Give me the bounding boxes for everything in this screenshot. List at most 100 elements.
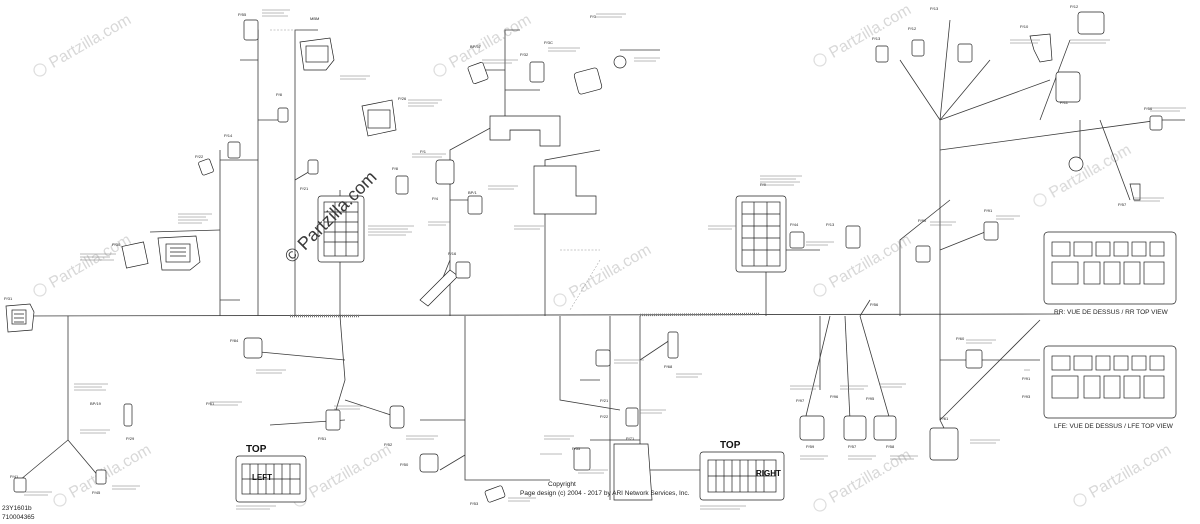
callout-fine-print: [24, 9, 1186, 510]
connector-small: [435, 159, 455, 185]
svg-text:P/71: P/71: [626, 436, 635, 441]
svg-text:P/3: P/3: [590, 14, 597, 19]
connector-small: [667, 331, 679, 359]
svg-text:P/22: P/22: [195, 154, 204, 159]
connector-small: [911, 39, 925, 57]
connector-ground-ring: [1068, 156, 1084, 172]
connector-small: [625, 407, 639, 427]
top-label-right: TOP: [720, 440, 741, 451]
connector-face-right: [699, 451, 785, 501]
connector-small: [875, 45, 889, 63]
connector-small: [1055, 71, 1081, 103]
svg-text:P/51: P/51: [318, 436, 327, 441]
svg-text:P/59: P/59: [806, 444, 815, 449]
svg-text:P/21: P/21: [300, 186, 309, 191]
svg-text:P/13: P/13: [826, 222, 835, 227]
svg-text:P/60: P/60: [956, 336, 965, 341]
svg-text:P/56: P/56: [870, 302, 879, 307]
connector-bracket: [489, 115, 561, 147]
svg-text:P/56: P/56: [1144, 106, 1153, 111]
drawing-code-2: 710004365: [2, 514, 35, 521]
leader-lines: [270, 29, 601, 311]
connector-small: [1149, 115, 1163, 131]
connector-ecu-module: [361, 99, 397, 137]
drawing-code-1: 23Y1601b: [2, 505, 32, 512]
connector-small: [789, 231, 805, 249]
svg-text:BP/57: BP/57: [470, 44, 482, 49]
connector-housing-center: [533, 165, 597, 215]
watermark-text: Partzilla.com: [446, 11, 534, 72]
svg-text:BP/1: BP/1: [468, 190, 477, 195]
svg-text:P/9: P/9: [760, 182, 767, 187]
watermark-text: Partzilla.com: [826, 446, 914, 507]
svg-text:P/31: P/31: [4, 296, 13, 301]
connector-small: [325, 409, 341, 431]
svg-text:P/61: P/61: [940, 416, 949, 421]
fuse-box-caption-lower: LFE: VUE DE DESSUS / LFE TOP VIEW: [1054, 423, 1174, 430]
svg-text:P/44: P/44: [790, 222, 799, 227]
watermark-text: Partzilla.com: [1086, 441, 1174, 502]
connector-small: [573, 67, 603, 95]
svg-text:P/13: P/13: [930, 6, 939, 11]
watermark-text: Partzilla.com: [1046, 141, 1134, 202]
svg-text:P/3C: P/3C: [544, 40, 553, 45]
svg-text:P/29: P/29: [126, 436, 135, 441]
svg-text:P/50: P/50: [400, 462, 409, 467]
connectors: [5, 11, 1163, 503]
watermark-text: Partzilla.com: [826, 231, 914, 292]
connector-small: [95, 469, 107, 485]
svg-text:P/96: P/96: [830, 394, 839, 399]
svg-text:P/93: P/93: [1022, 394, 1031, 399]
connector-module-top: [299, 37, 335, 71]
connector-clip: [1129, 183, 1141, 201]
svg-text:P/13: P/13: [872, 36, 881, 41]
fuse-box-caption-upper: RR: VUE DE DESSUS / RR TOP VIEW: [1054, 309, 1169, 316]
svg-text:P/26: P/26: [398, 96, 407, 101]
copyright-line1: Copyright: [548, 481, 576, 488]
svg-text:P/14: P/14: [224, 133, 233, 138]
connector-small: [799, 415, 825, 441]
connector-elbow: [1029, 33, 1053, 63]
connector-bracket: [613, 443, 653, 501]
connector-small: [965, 349, 983, 369]
svg-text:P/8: P/8: [276, 92, 283, 97]
connector-small: [484, 485, 506, 503]
connector-small: [307, 159, 319, 175]
connector-small: [1077, 11, 1105, 35]
svg-text:P/8: P/8: [392, 166, 399, 171]
watermark-layer: Partzilla.com Partzilla.com Partzilla.co…: [33, 1, 1174, 512]
svg-text:P/57: P/57: [1118, 202, 1127, 207]
connector-small: [419, 453, 439, 473]
watermark-text: Partzilla.com: [46, 231, 134, 292]
connector-small: [455, 261, 471, 279]
svg-text:P/53: P/53: [470, 501, 479, 506]
svg-text:P/32: P/32: [520, 52, 529, 57]
side-label-left: LEFT: [252, 473, 272, 482]
svg-text:P/4: P/4: [432, 196, 439, 201]
connector-fuse-block-left: [317, 195, 365, 263]
connector-small: [957, 43, 973, 63]
svg-text:P/52: P/52: [384, 442, 393, 447]
watermark-text: Partzilla.com: [566, 241, 654, 302]
svg-text:P/84: P/84: [230, 338, 239, 343]
svg-text:P/55: P/55: [238, 12, 247, 17]
connector-small: [529, 61, 545, 83]
svg-text:P/58: P/58: [886, 444, 895, 449]
svg-text:P/97: P/97: [796, 398, 805, 403]
svg-text:P/1: P/1: [420, 149, 427, 154]
watermark-text: Partzilla.com: [66, 441, 154, 502]
connector-small: [873, 415, 897, 441]
svg-text:P/10: P/10: [1020, 24, 1029, 29]
svg-text:P/90: P/90: [918, 218, 927, 223]
watermark-text: Partzilla.com: [306, 441, 394, 502]
svg-text:P/95: P/95: [866, 396, 875, 401]
connector-fuse-block-right: [735, 195, 787, 273]
callout-labels: P/14 P/22 P/30 P/31 BP/19 P/29 P/41 P/45…: [4, 4, 1153, 506]
connector-small: [227, 141, 241, 159]
watermark-text: Partzilla.com: [46, 11, 134, 72]
top-label-left: TOP: [246, 444, 267, 455]
connector-small: [467, 62, 489, 84]
connector-block-left: [121, 235, 201, 271]
connector-small: [243, 337, 263, 359]
connector-small: [395, 175, 409, 195]
